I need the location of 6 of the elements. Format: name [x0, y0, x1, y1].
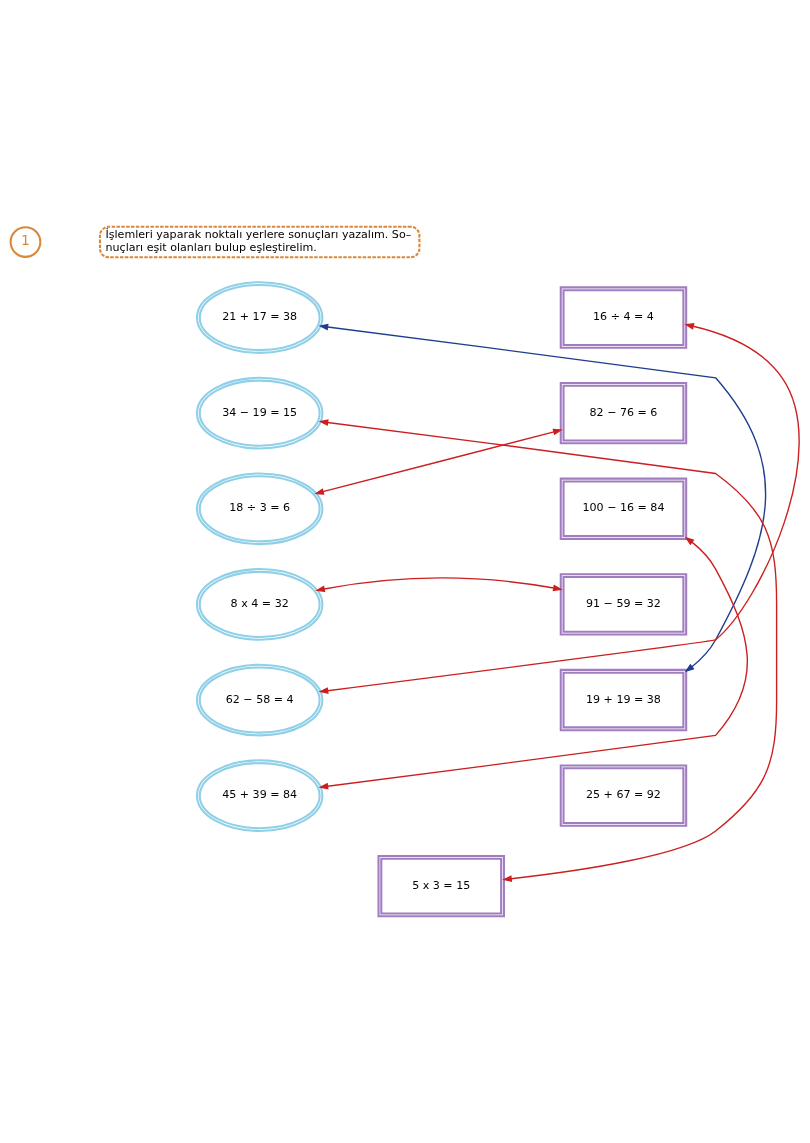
- arrow: [318, 419, 778, 883]
- node-box: İşlemleri yaparak noktalı yerlere sonuçları yazalım. So– nuçları eşit olanları bulup eşleştirelim.: [98, 225, 421, 259]
- arrow: [315, 577, 563, 593]
- arrow: [314, 428, 563, 495]
- arrow: [318, 536, 748, 790]
- node-circle: 1: [9, 226, 42, 258]
